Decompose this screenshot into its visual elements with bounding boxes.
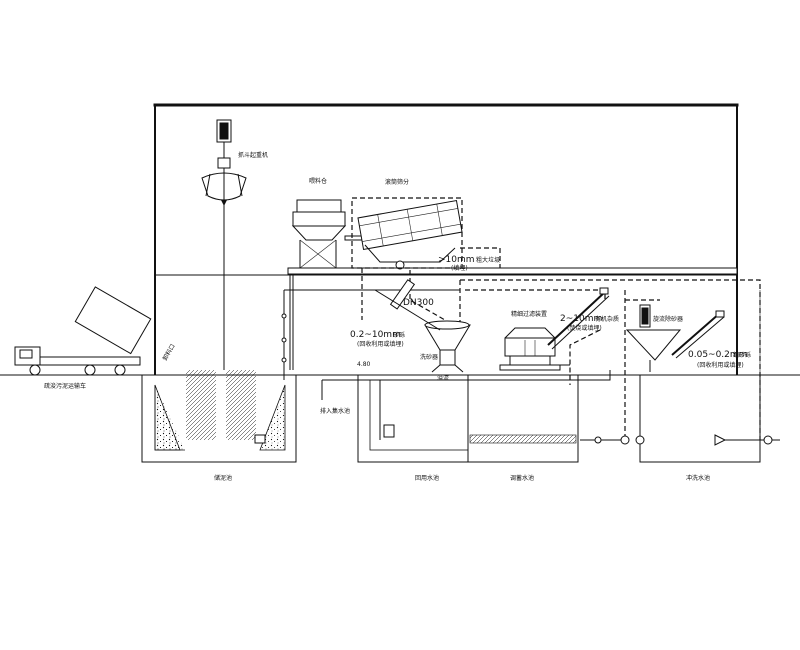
label-sand-desc: 砂砾 xyxy=(393,331,405,339)
drum-screen xyxy=(351,197,463,270)
feeder-bin xyxy=(291,199,364,269)
label-fine-desc: 细砂砾 xyxy=(733,351,751,359)
label-coarse-note: (填埋) xyxy=(451,264,468,272)
label-sand-washer: 洗砂器 xyxy=(420,353,438,361)
label-sand-note: (回收利用或填埋) xyxy=(357,340,404,348)
building-frame xyxy=(153,103,739,375)
tank-reuse xyxy=(357,375,469,463)
sand-washer xyxy=(374,279,471,373)
label-dn300: DN300 xyxy=(403,298,434,308)
label-inflow: 排入集水池 xyxy=(320,407,350,415)
label-tank-wash: 冲洗水池 xyxy=(686,474,710,482)
label-organic-note: (焚烧或填埋) xyxy=(567,324,602,332)
label-sand-size: 0.2~10mm xyxy=(350,330,401,340)
solid-pipes xyxy=(283,289,780,441)
pipe-routes xyxy=(361,247,761,440)
label-drum-screen: 滚筒筛分 xyxy=(385,178,409,186)
tank-storage xyxy=(467,375,579,463)
label-elevation: 4.80 xyxy=(357,361,371,368)
label-coarse-size: >10mm xyxy=(438,255,475,265)
label-tank-sludge: 储泥池 xyxy=(214,474,232,482)
cyclone-separator xyxy=(625,304,682,372)
conveyor-fine-sand xyxy=(671,310,725,359)
label-fine-screen: 精细过滤装置 xyxy=(511,310,547,318)
conveyor-organic xyxy=(547,287,610,350)
label-fine-note: (回收利用或填埋) xyxy=(697,361,744,369)
label-organic-size: 2~10mm xyxy=(560,314,602,324)
label-coarse-desc: 粗大垃圾 xyxy=(476,256,500,264)
label-truck: 疏浚污泥运输车 xyxy=(44,382,86,390)
tank-wash xyxy=(639,375,761,463)
label-fine-size: 0.05~0.2mm xyxy=(688,350,747,360)
fine-screen xyxy=(499,327,561,371)
tank-sludge xyxy=(141,370,297,463)
label-crane: 抓斗起重机 xyxy=(238,151,268,159)
label-tank-storage: 调蓄水池 xyxy=(510,474,534,482)
label-unload: 卸料口 xyxy=(161,342,177,362)
label-fine-sand-sep: 旋流除砂器 xyxy=(653,315,683,323)
label-tank-reuse: 回用水池 xyxy=(415,474,439,482)
label-overflow: 溢流 xyxy=(437,374,449,382)
label-feeder: 喂料仓 xyxy=(309,177,327,185)
grab-crane xyxy=(201,119,247,370)
truck xyxy=(14,286,152,376)
label-organic-desc: 有机杂质 xyxy=(595,315,619,323)
pumps xyxy=(594,435,773,445)
valves-left xyxy=(281,313,287,363)
